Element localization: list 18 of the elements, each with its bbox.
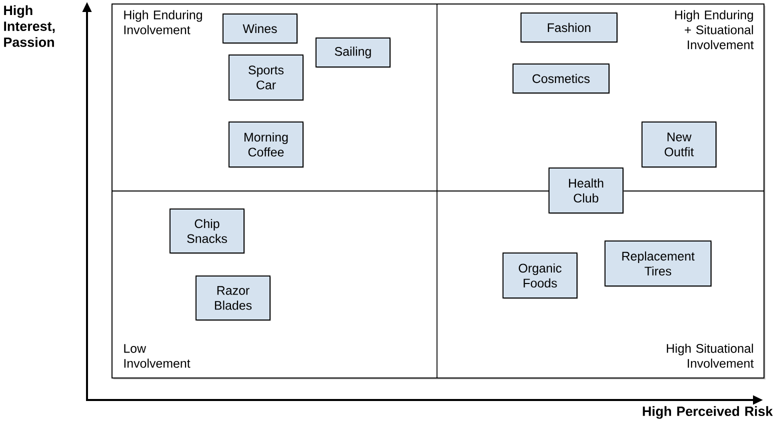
item-box: Morning Coffee <box>228 122 304 168</box>
item-box: Chip Snacks <box>170 208 245 254</box>
item-box: Sailing <box>316 38 391 68</box>
quadrant-label: Low Involvement <box>124 344 190 368</box>
axis-label: High Interest, Passion <box>4 5 55 47</box>
item-box: Fashion <box>520 12 618 43</box>
item-box: Wines <box>222 14 298 44</box>
axis-label: High Perceived Risk <box>642 406 773 419</box>
item-box: Organic Foods <box>502 252 578 299</box>
item-box: New Outfit <box>642 122 717 168</box>
quadrant-label: High Situational Involvement <box>666 344 754 368</box>
item-box: Health Club <box>548 168 624 214</box>
item-box: Sports Car <box>228 54 304 101</box>
quadrant-label: High Enduring Involvement <box>124 10 202 34</box>
item-box: Razor Blades <box>196 276 271 321</box>
item-box: Cosmetics <box>512 64 610 94</box>
quadrant-label: High Enduring + Situational Involvement <box>675 10 754 50</box>
item-box: Replacement Tires <box>604 240 712 287</box>
